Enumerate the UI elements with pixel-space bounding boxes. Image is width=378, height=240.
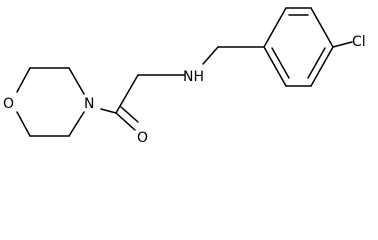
bond: [16, 67, 31, 93]
bond: [16, 111, 31, 137]
morpholine-nitrogen-label: N: [84, 96, 94, 112]
carbonyl-double-bond: [120, 106, 139, 123]
chemical-structure-diagram: Cl NH O N O: [3, 7, 366, 146]
ch2-to-carbonyl-bond: [115, 74, 139, 114]
aromatic-double-bond: [307, 47, 326, 79]
aromatic-double-bond: [271, 47, 290, 79]
bond: [68, 111, 85, 137]
benzene-ring: [263, 7, 334, 87]
bond: [310, 46, 334, 87]
bond: [68, 67, 85, 95]
carbon-chlorine-bond: [332, 41, 353, 48]
bond: [310, 7, 334, 48]
bond: [263, 7, 287, 48]
structure-canvas: Cl NH O N O: [3, 7, 366, 146]
amine-label: NH: [183, 69, 204, 85]
chlorine-label: Cl: [352, 34, 366, 50]
morpholine-ring: [16, 67, 85, 137]
ch2-to-nh-bond: [202, 46, 219, 65]
carbonyl-double-bond: [115, 112, 136, 131]
morpholine-oxygen-label: O: [3, 96, 14, 112]
carbonyl-oxygen-label: O: [137, 130, 148, 146]
carbonyl-to-n-bond: [100, 108, 117, 114]
bond: [263, 46, 287, 87]
